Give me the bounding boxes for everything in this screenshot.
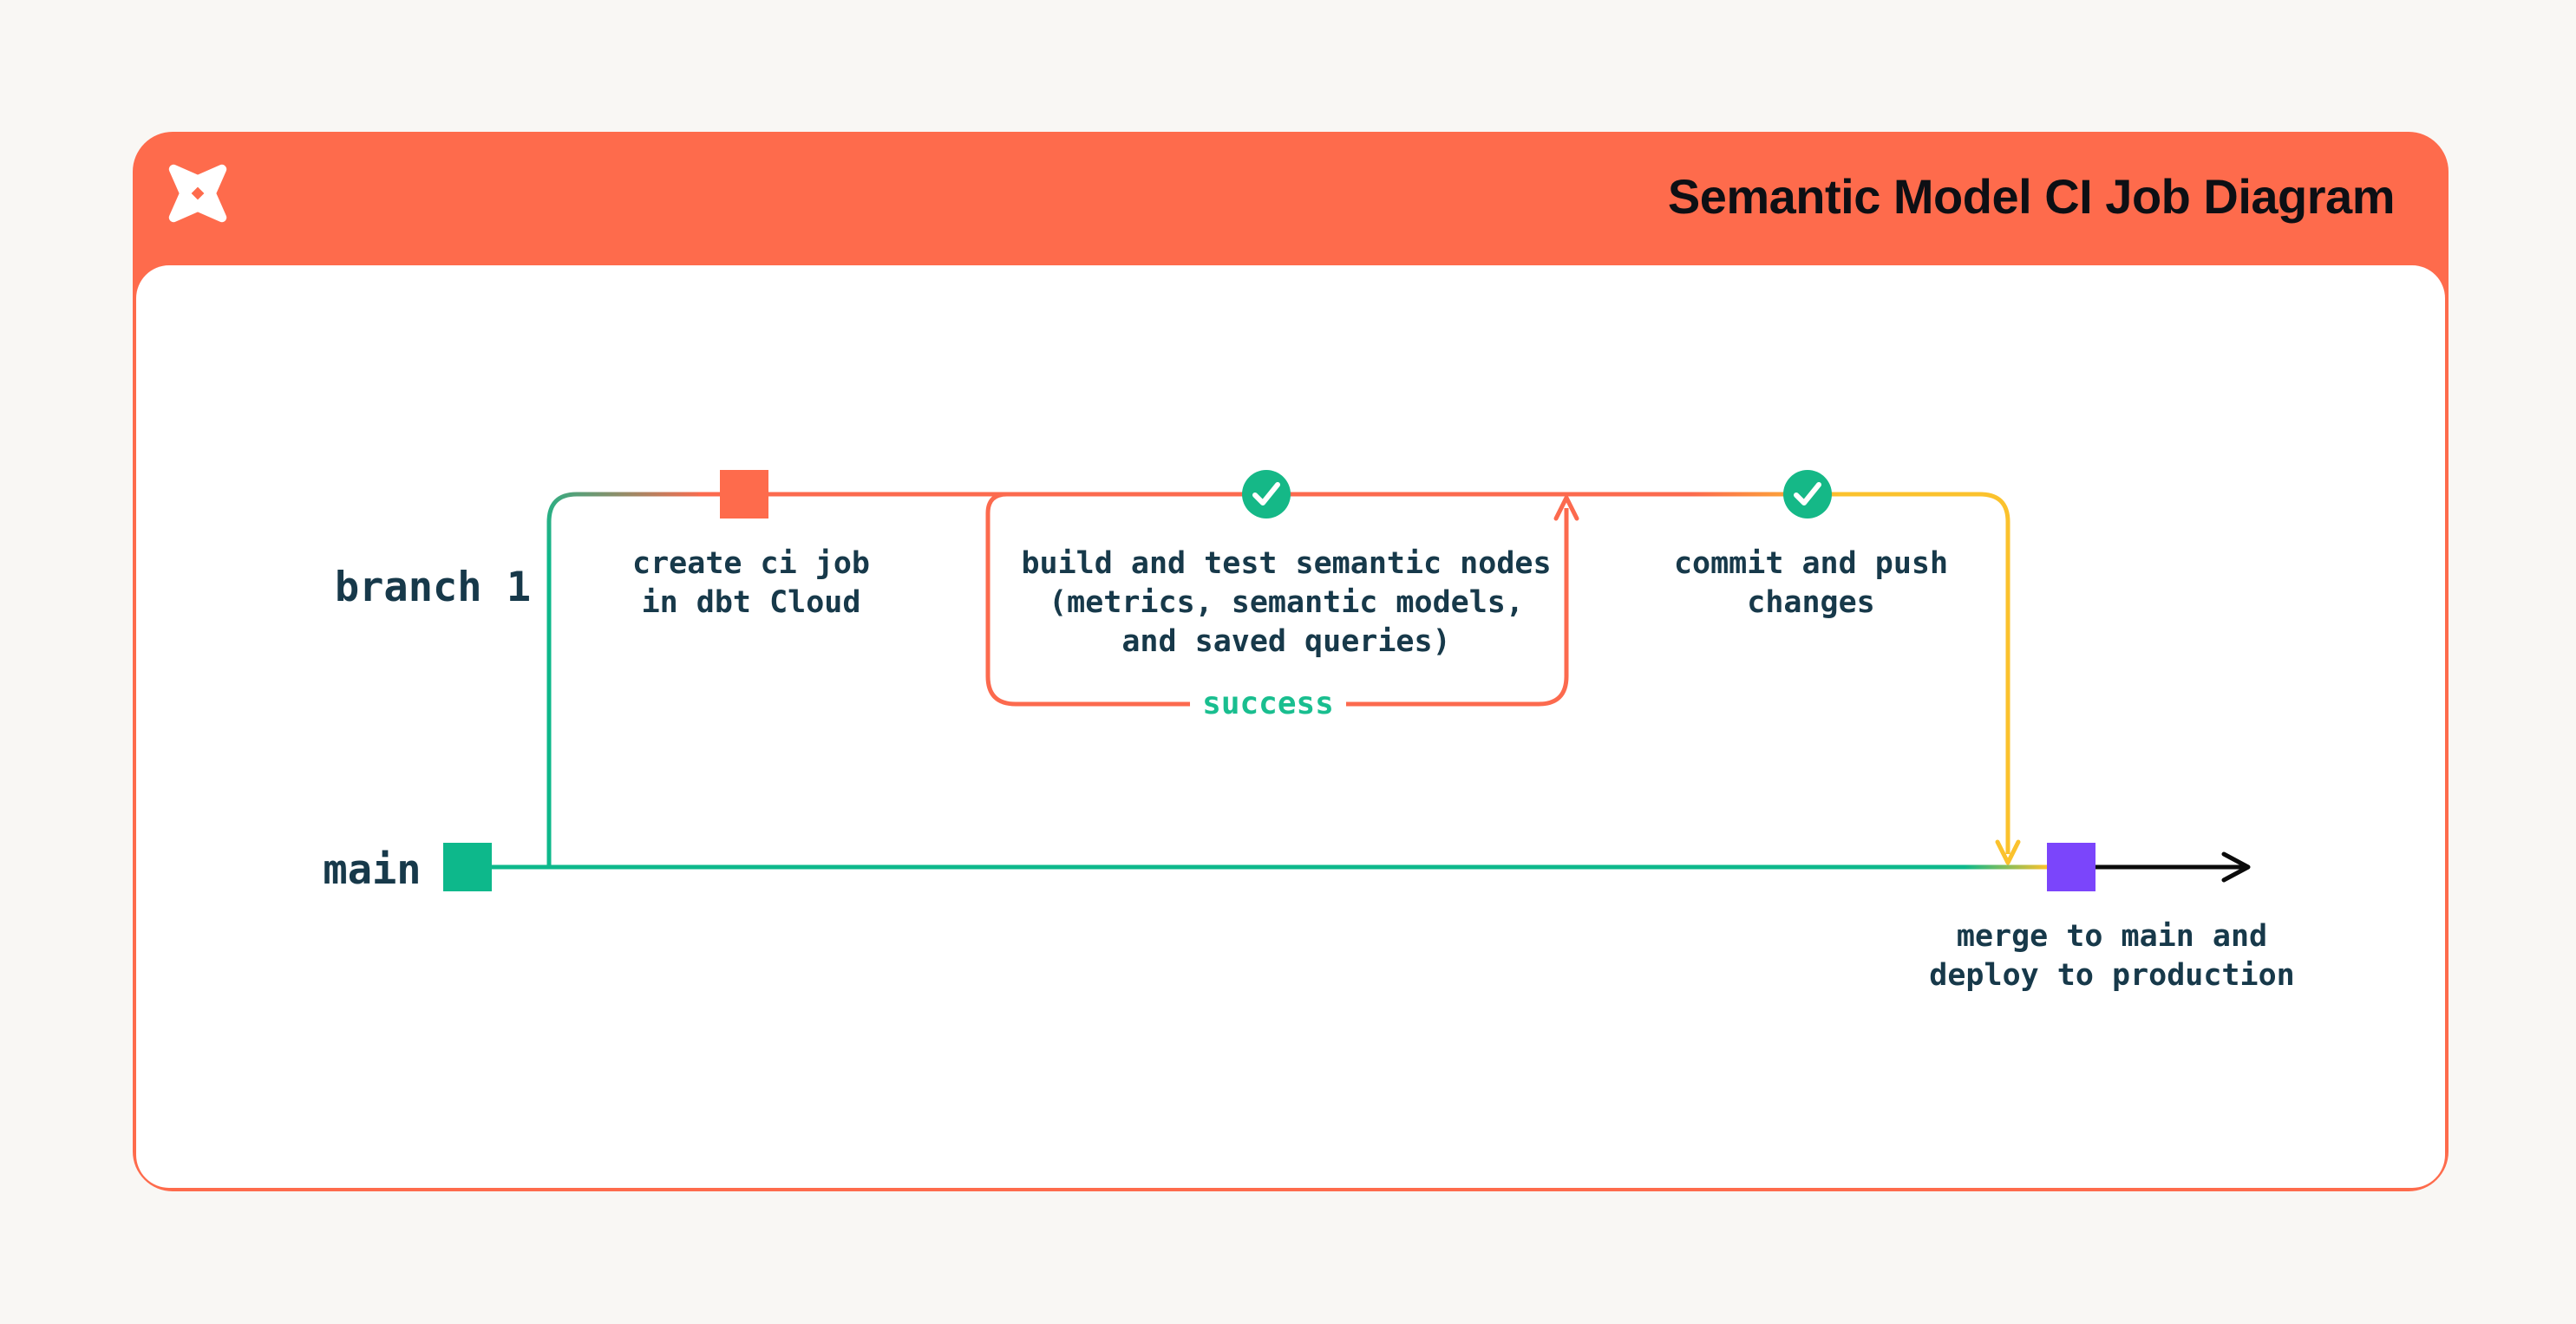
logo-center-diamond: [191, 186, 205, 200]
step-merge-deploy-label: merge to main and deploy to production: [1929, 919, 2295, 993]
production-arrowhead-icon: [2221, 851, 2251, 883]
success-loop-arrowhead-icon: [1553, 495, 1579, 521]
branch1-corner-green-orange-gradient: [546, 492, 703, 565]
card-header: Semantic Model CI Job Diagram: [133, 132, 2449, 265]
merge-down-line: [1839, 492, 2010, 854]
success-loop-right: [1346, 508, 1569, 707]
main-start-commit-marker: [443, 843, 492, 891]
step-commit-push-label: commit and push changes: [1673, 546, 1949, 620]
main-label: main: [323, 846, 422, 894]
step-create-ci-label: create ci job in dbt Cloud: [632, 546, 870, 620]
create-ci-commit-marker: [720, 470, 768, 519]
diagram-card: Semantic Model CI Job Diagram: [133, 132, 2449, 1191]
success-label: success: [1202, 686, 1334, 721]
merge-commit-marker: [2047, 843, 2095, 891]
check-circle-build-test: [1242, 470, 1291, 519]
page-title: Semantic Model CI Job Diagram: [1667, 169, 2396, 224]
step-build-test-label: build and test semantic nodes (metrics, …: [1021, 546, 1552, 659]
merge-down-arrowhead-icon: [1995, 839, 2021, 865]
check-circle-commit-push: [1783, 470, 1832, 519]
branch1-label: branch 1: [334, 564, 532, 611]
card-body: [136, 265, 2445, 1188]
checkmark-icon: [1794, 482, 1821, 505]
success-loop-left: [985, 492, 1190, 707]
dbt-logo-icon: [168, 164, 227, 223]
checkmark-icon: [1252, 482, 1280, 505]
